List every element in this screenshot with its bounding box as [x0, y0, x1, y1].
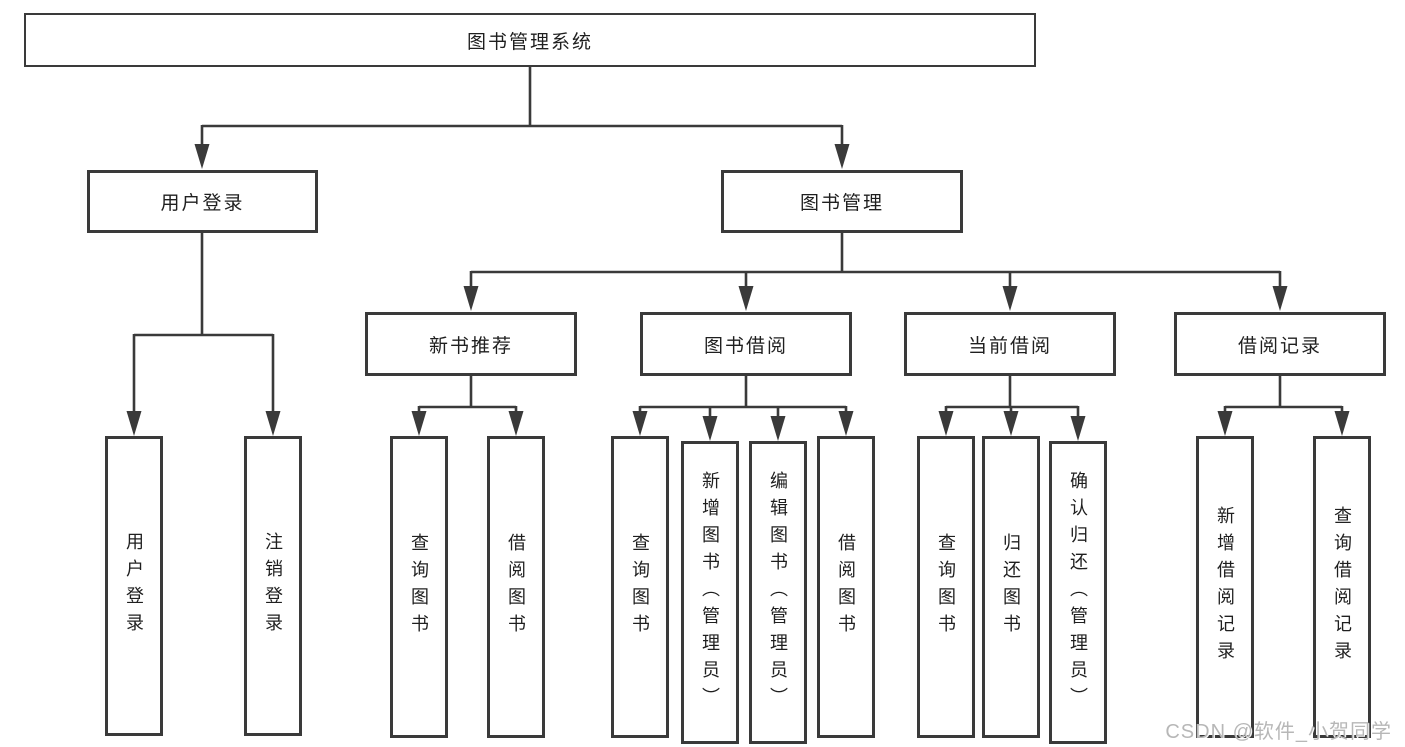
node-user-login-branch: 用户登录 [87, 170, 318, 233]
leaf-borrow-books: 借阅图书 [817, 436, 875, 738]
leaf-return-book: 归还图书 [982, 436, 1040, 738]
node-borrow-records: 借阅记录 [1174, 312, 1386, 376]
leaf-borrow-query-books: 查询图书 [611, 436, 669, 738]
leaf-query-borrow-record: 查询借阅记录 [1313, 436, 1371, 738]
leaf-user-login: 用户登录 [105, 436, 163, 736]
leaf-current-query-books: 查询图书 [917, 436, 975, 738]
connector-new-book-recommend-to-leaves [411, 376, 524, 436]
node-library-system: 图书管理系统 [24, 13, 1036, 67]
leaf-recommend-query-books: 查询图书 [390, 436, 448, 738]
connector-root-to-branches [194, 67, 850, 169]
watermark: CSDN @软件_小贺同学 [1165, 721, 1392, 743]
leaf-add-book-admin: 新增图书（管理员） [681, 441, 739, 744]
connector-borrow-records-to-leaves [1217, 376, 1350, 436]
leaf-confirm-return-admin: 确认归还（管理员） [1049, 441, 1107, 744]
leaf-add-borrow-record: 新增借阅记录 [1196, 436, 1254, 738]
leaf-logout: 注销登录 [244, 436, 302, 736]
node-new-book-recommend: 新书推荐 [365, 312, 577, 376]
connector-book-borrow-to-leaves [632, 376, 854, 441]
connector-book-management-to-groups [463, 233, 1288, 311]
node-current-borrow: 当前借阅 [904, 312, 1116, 376]
node-book-borrow: 图书借阅 [640, 312, 852, 376]
connector-current-borrow-to-leaves [938, 376, 1086, 441]
node-book-management: 图书管理 [721, 170, 963, 233]
leaf-edit-book-admin: 编辑图书（管理员） [749, 441, 807, 744]
leaf-recommend-borrow-books: 借阅图书 [487, 436, 545, 738]
connector-user-login-to-leaves [126, 233, 281, 436]
